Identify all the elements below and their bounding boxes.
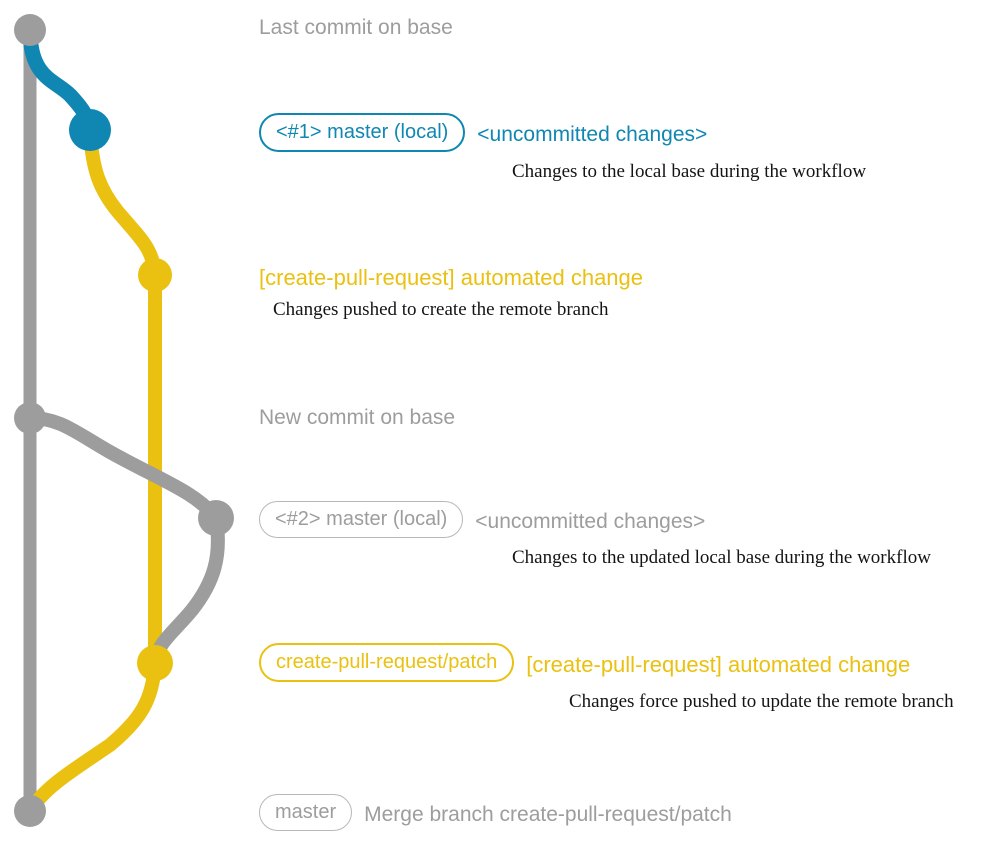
commit-row-patch-update: create-pull-request/patch [create-pull-r…	[259, 643, 954, 713]
commit-node-local-2[interactable]	[198, 500, 234, 536]
commit-subject-local-1: <uncommitted changes>	[477, 123, 708, 146]
commit-subject-master-merge: Merge branch create-pull-request/patch	[364, 803, 732, 826]
commit-row-base-new: New commit on base	[259, 406, 455, 430]
gray-branch-line-in	[148, 511, 225, 670]
badge-master[interactable]: master	[259, 794, 353, 831]
commit-headline-local-2: <#2> master (local) <uncommitted changes…	[259, 501, 705, 538]
gray-branch-line-out	[23, 411, 223, 525]
commit-row-local-2: <#2> master (local) <uncommitted changes…	[259, 501, 931, 569]
commit-node-patch-create[interactable]	[138, 258, 172, 292]
commit-row-base-last: Last commit on base	[259, 16, 453, 40]
commit-description-local-1: Changes to the local base during the wor…	[512, 161, 867, 182]
commit-description-patch-update: Changes force pushed to update the remot…	[569, 691, 954, 712]
commit-node-patch-update[interactable]	[137, 645, 173, 681]
commit-subject-patch-update: [create-pull-request] automated change	[526, 652, 911, 677]
commit-node-master-merge[interactable]	[14, 795, 46, 827]
commit-row-patch-create: [create-pull-request] automated change C…	[259, 261, 643, 321]
commit-description-patch-create: Changes pushed to create the remote bran…	[273, 299, 609, 320]
commit-headline-patch-update: create-pull-request/patch [create-pull-r…	[259, 643, 910, 682]
commit-headline-local-1: <#1> master (local) <uncommitted changes…	[259, 113, 707, 152]
commit-description-local-2: Changes to the updated local base during…	[512, 547, 931, 568]
commit-subject-patch-create: [create-pull-request] automated change	[259, 265, 644, 290]
badge-create-pull-request-patch[interactable]: create-pull-request/patch	[259, 643, 515, 682]
commit-row-local-1: <#1> master (local) <uncommitted changes…	[259, 113, 866, 183]
commit-subject-base-last: Last commit on base	[259, 16, 453, 39]
commit-subject-local-2: <uncommitted changes>	[475, 510, 706, 533]
commit-headline-master-merge: master Merge branch create-pull-request/…	[259, 794, 732, 831]
commit-node-base-new[interactable]	[14, 402, 46, 434]
badge-local-1[interactable]: <#1> master (local)	[259, 113, 466, 152]
yellow-merge-line	[23, 656, 162, 818]
commit-node-base-last[interactable]	[14, 14, 46, 46]
yellow-branch-line-upper	[83, 123, 162, 282]
commit-row-master-merge: master Merge branch create-pull-request/…	[259, 794, 732, 831]
commit-node-local-1[interactable]	[69, 109, 111, 151]
commit-subject-base-new: New commit on base	[259, 406, 456, 429]
badge-local-2[interactable]: <#2> master (local)	[259, 501, 464, 538]
